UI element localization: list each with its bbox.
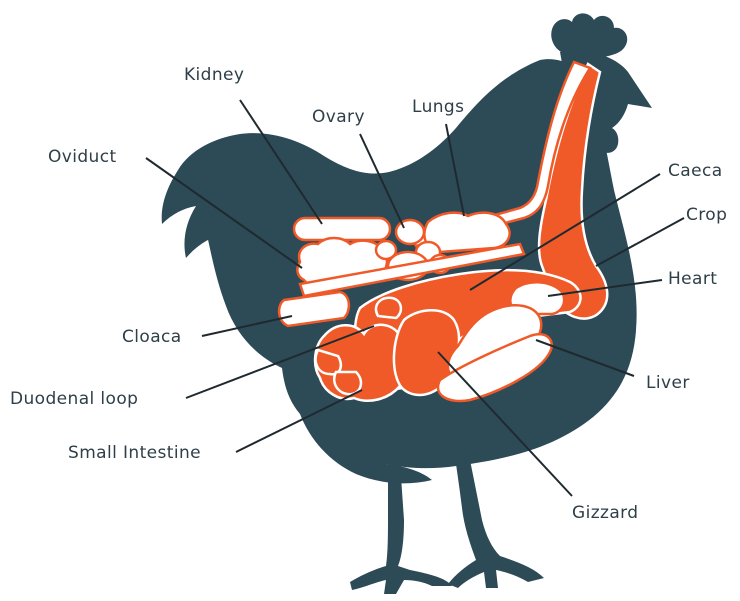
label-heart: Heart <box>668 269 717 289</box>
kidney-organ <box>294 218 390 240</box>
label-oviduct: Oviduct <box>48 147 117 167</box>
label-gizzard: Gizzard <box>572 503 638 523</box>
label-crop: Crop <box>686 205 727 225</box>
label-ovary: Ovary <box>312 107 365 127</box>
label-duodenal-loop: Duodenal loop <box>10 389 138 409</box>
label-liver: Liver <box>646 373 690 393</box>
label-lungs: Lungs <box>412 97 464 117</box>
label-small-intestine: Small Intestine <box>68 443 201 463</box>
label-caeca: Caeca <box>668 161 723 181</box>
label-cloaca: Cloaca <box>122 327 182 347</box>
label-kidney: Kidney <box>184 65 244 85</box>
